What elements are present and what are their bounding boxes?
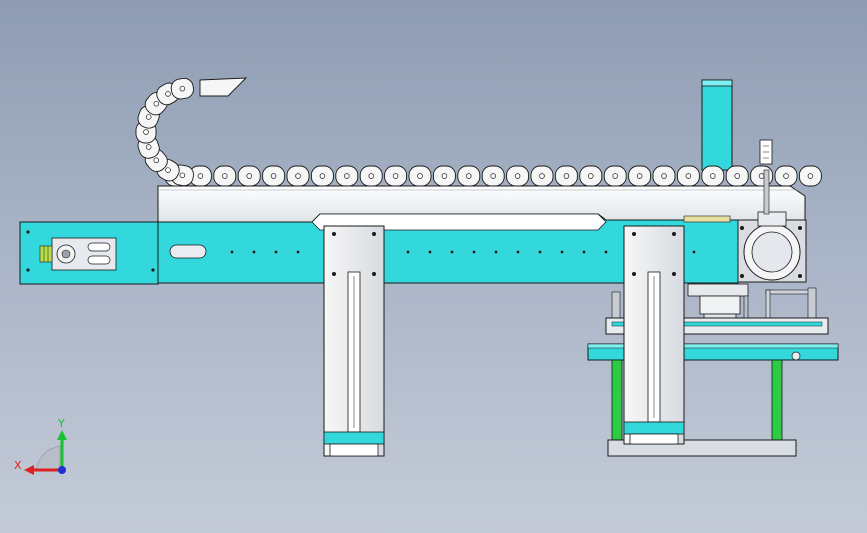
chain-link [310,165,334,187]
chain-link [213,165,237,187]
mounting-hole [274,250,278,254]
left-end-bracket[interactable] [19,221,159,285]
mounting-hole [582,250,586,254]
mounting-hole [538,250,542,254]
mounting-hole [230,250,234,254]
chain-link [359,165,383,187]
chain-link [701,165,725,187]
chain-link [237,165,261,187]
chain-link [262,165,286,187]
mounting-hole [450,250,454,254]
mounting-hole [560,250,564,254]
mounting-hole [296,250,300,254]
chain-link [774,165,798,187]
chain-link [628,165,652,187]
chain-link [798,165,822,187]
mounting-hole [494,250,498,254]
chain-link [676,165,700,187]
upright-post[interactable] [701,79,733,171]
chain-link [384,165,408,187]
mounting-hole [252,250,256,254]
axis-triad: Y X [14,417,67,475]
chain-end-bracket [199,77,248,97]
chain-link [506,165,530,187]
chain-link [554,165,578,187]
chain-link [432,165,456,187]
mounting-hole [428,250,432,254]
chain-link [603,165,627,187]
servo-motor-unit[interactable] [737,139,807,283]
mounting-hole [472,250,476,254]
mounting-hole [516,250,520,254]
connector-plug [759,139,773,165]
mounting-hole [604,250,608,254]
vertical-axis-column-right[interactable] [623,225,685,445]
x-axis-label: X [14,459,22,472]
chain-link [408,165,432,187]
mounting-hole [406,250,410,254]
chain-link [481,165,505,187]
green-coupling [39,245,53,263]
chain-link [725,165,749,187]
chain-link [335,165,359,187]
vertical-axis-column-left[interactable] [323,225,385,457]
chain-link [579,165,603,187]
mounting-hole [692,250,696,254]
chain-link [188,165,212,187]
chain-link [286,165,310,187]
origin-marker [58,466,66,474]
chain-link [530,165,554,187]
chain-link [457,165,481,187]
chain-link [652,165,676,187]
y-axis-label: Y [57,417,65,430]
chain-link [170,77,194,100]
